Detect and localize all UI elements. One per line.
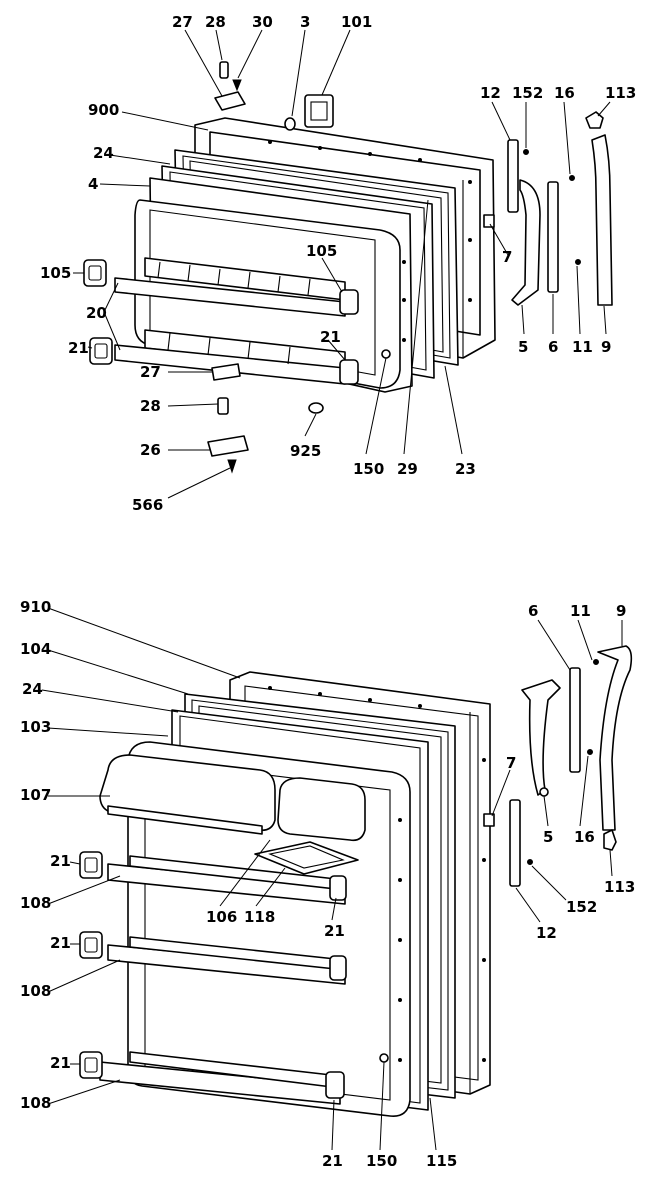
callout-30: 30 bbox=[252, 13, 273, 31]
door-shelf-3 bbox=[99, 1051, 345, 1105]
callout-7: 7 bbox=[506, 754, 516, 772]
callout-3: 3 bbox=[300, 13, 310, 31]
fresh-food-handle-assembly bbox=[483, 645, 633, 887]
callout-27: 27 bbox=[172, 13, 193, 31]
callout-27-bottom: 27 bbox=[140, 363, 161, 381]
callout-925: 925 bbox=[290, 442, 321, 460]
callout-5: 5 bbox=[518, 338, 528, 356]
fresh-food-callouts: 910 104 24 103 107 21 108 21 108 21 108 … bbox=[20, 598, 635, 1170]
callout-29: 29 bbox=[397, 460, 418, 478]
callout-7: 7 bbox=[502, 248, 512, 266]
door-shelf-1 bbox=[107, 855, 347, 905]
callout-107: 107 bbox=[20, 786, 51, 804]
callout-108-c: 108 bbox=[20, 1094, 51, 1112]
callout-152: 152 bbox=[512, 84, 543, 102]
callout-11: 11 bbox=[570, 602, 591, 620]
dairy-compartment-door bbox=[99, 754, 366, 842]
butter-tray bbox=[254, 841, 359, 875]
callout-118: 118 bbox=[244, 908, 275, 926]
callout-108-b: 108 bbox=[20, 982, 51, 1000]
callout-21-right: 21 bbox=[320, 328, 341, 346]
callout-24: 24 bbox=[22, 680, 43, 698]
callout-26: 26 bbox=[140, 441, 161, 459]
callout-900: 900 bbox=[88, 101, 119, 119]
freezer-handle-assembly bbox=[483, 111, 613, 306]
top-hinge-parts bbox=[214, 61, 334, 131]
callout-910: 910 bbox=[20, 598, 51, 616]
callout-566: 566 bbox=[132, 496, 163, 514]
callout-103: 103 bbox=[20, 718, 51, 736]
callout-108-a: 108 bbox=[20, 894, 51, 912]
callout-4: 4 bbox=[88, 175, 98, 193]
callout-9: 9 bbox=[601, 338, 611, 356]
callout-152: 152 bbox=[566, 898, 597, 916]
freezer-leader-lines bbox=[73, 29, 611, 499]
callout-11: 11 bbox=[572, 338, 593, 356]
fresh-food-leader-lines bbox=[41, 607, 623, 1151]
callout-113: 113 bbox=[604, 878, 635, 896]
shelf-end-cap-2 bbox=[79, 931, 103, 959]
callout-104: 104 bbox=[20, 640, 51, 658]
callout-21-c: 21 bbox=[50, 1054, 71, 1072]
callout-16: 16 bbox=[574, 828, 595, 846]
callout-105-right: 105 bbox=[306, 242, 337, 260]
shelf-end-cap-3 bbox=[79, 1051, 103, 1079]
freezer-callouts: 27 28 30 3 101 12 152 16 113 900 24 4 10… bbox=[40, 13, 636, 514]
callout-150: 150 bbox=[353, 460, 384, 478]
callout-101: 101 bbox=[341, 13, 372, 31]
callout-28: 28 bbox=[205, 13, 226, 31]
callout-6: 6 bbox=[548, 338, 558, 356]
callout-12: 12 bbox=[536, 924, 557, 942]
callout-9: 9 bbox=[616, 602, 626, 620]
freezer-door-assembly: 27 28 30 3 101 12 152 16 113 900 24 4 10… bbox=[40, 13, 636, 514]
shelf-end-cap-1 bbox=[79, 851, 103, 879]
callout-21-b: 21 bbox=[50, 934, 71, 952]
shelf-end-cap-upper bbox=[83, 259, 107, 287]
callout-20: 20 bbox=[86, 304, 107, 322]
callout-115: 115 bbox=[426, 1152, 457, 1170]
callout-21-d: 21 bbox=[324, 922, 345, 940]
callout-150: 150 bbox=[366, 1152, 397, 1170]
shelf-end-cap-lower bbox=[89, 337, 113, 365]
callout-106: 106 bbox=[206, 908, 237, 926]
callout-6: 6 bbox=[528, 602, 538, 620]
callout-23: 23 bbox=[455, 460, 476, 478]
callout-21-a: 21 bbox=[50, 852, 71, 870]
callout-12: 12 bbox=[480, 84, 501, 102]
callout-113: 113 bbox=[605, 84, 636, 102]
callout-16: 16 bbox=[554, 84, 575, 102]
callout-105-left: 105 bbox=[40, 264, 71, 282]
fresh-food-door-assembly: 910 104 24 103 107 21 108 21 108 21 108 … bbox=[20, 598, 635, 1170]
callout-21-left: 21 bbox=[68, 339, 89, 357]
callout-28-bottom: 28 bbox=[140, 397, 161, 415]
bottom-hinge-parts bbox=[207, 349, 391, 474]
door-shelf-2 bbox=[107, 936, 347, 985]
door-shelf-upper bbox=[114, 257, 359, 317]
callout-24: 24 bbox=[93, 144, 114, 162]
callout-5: 5 bbox=[543, 828, 553, 846]
callout-21-e: 21 bbox=[322, 1152, 343, 1170]
